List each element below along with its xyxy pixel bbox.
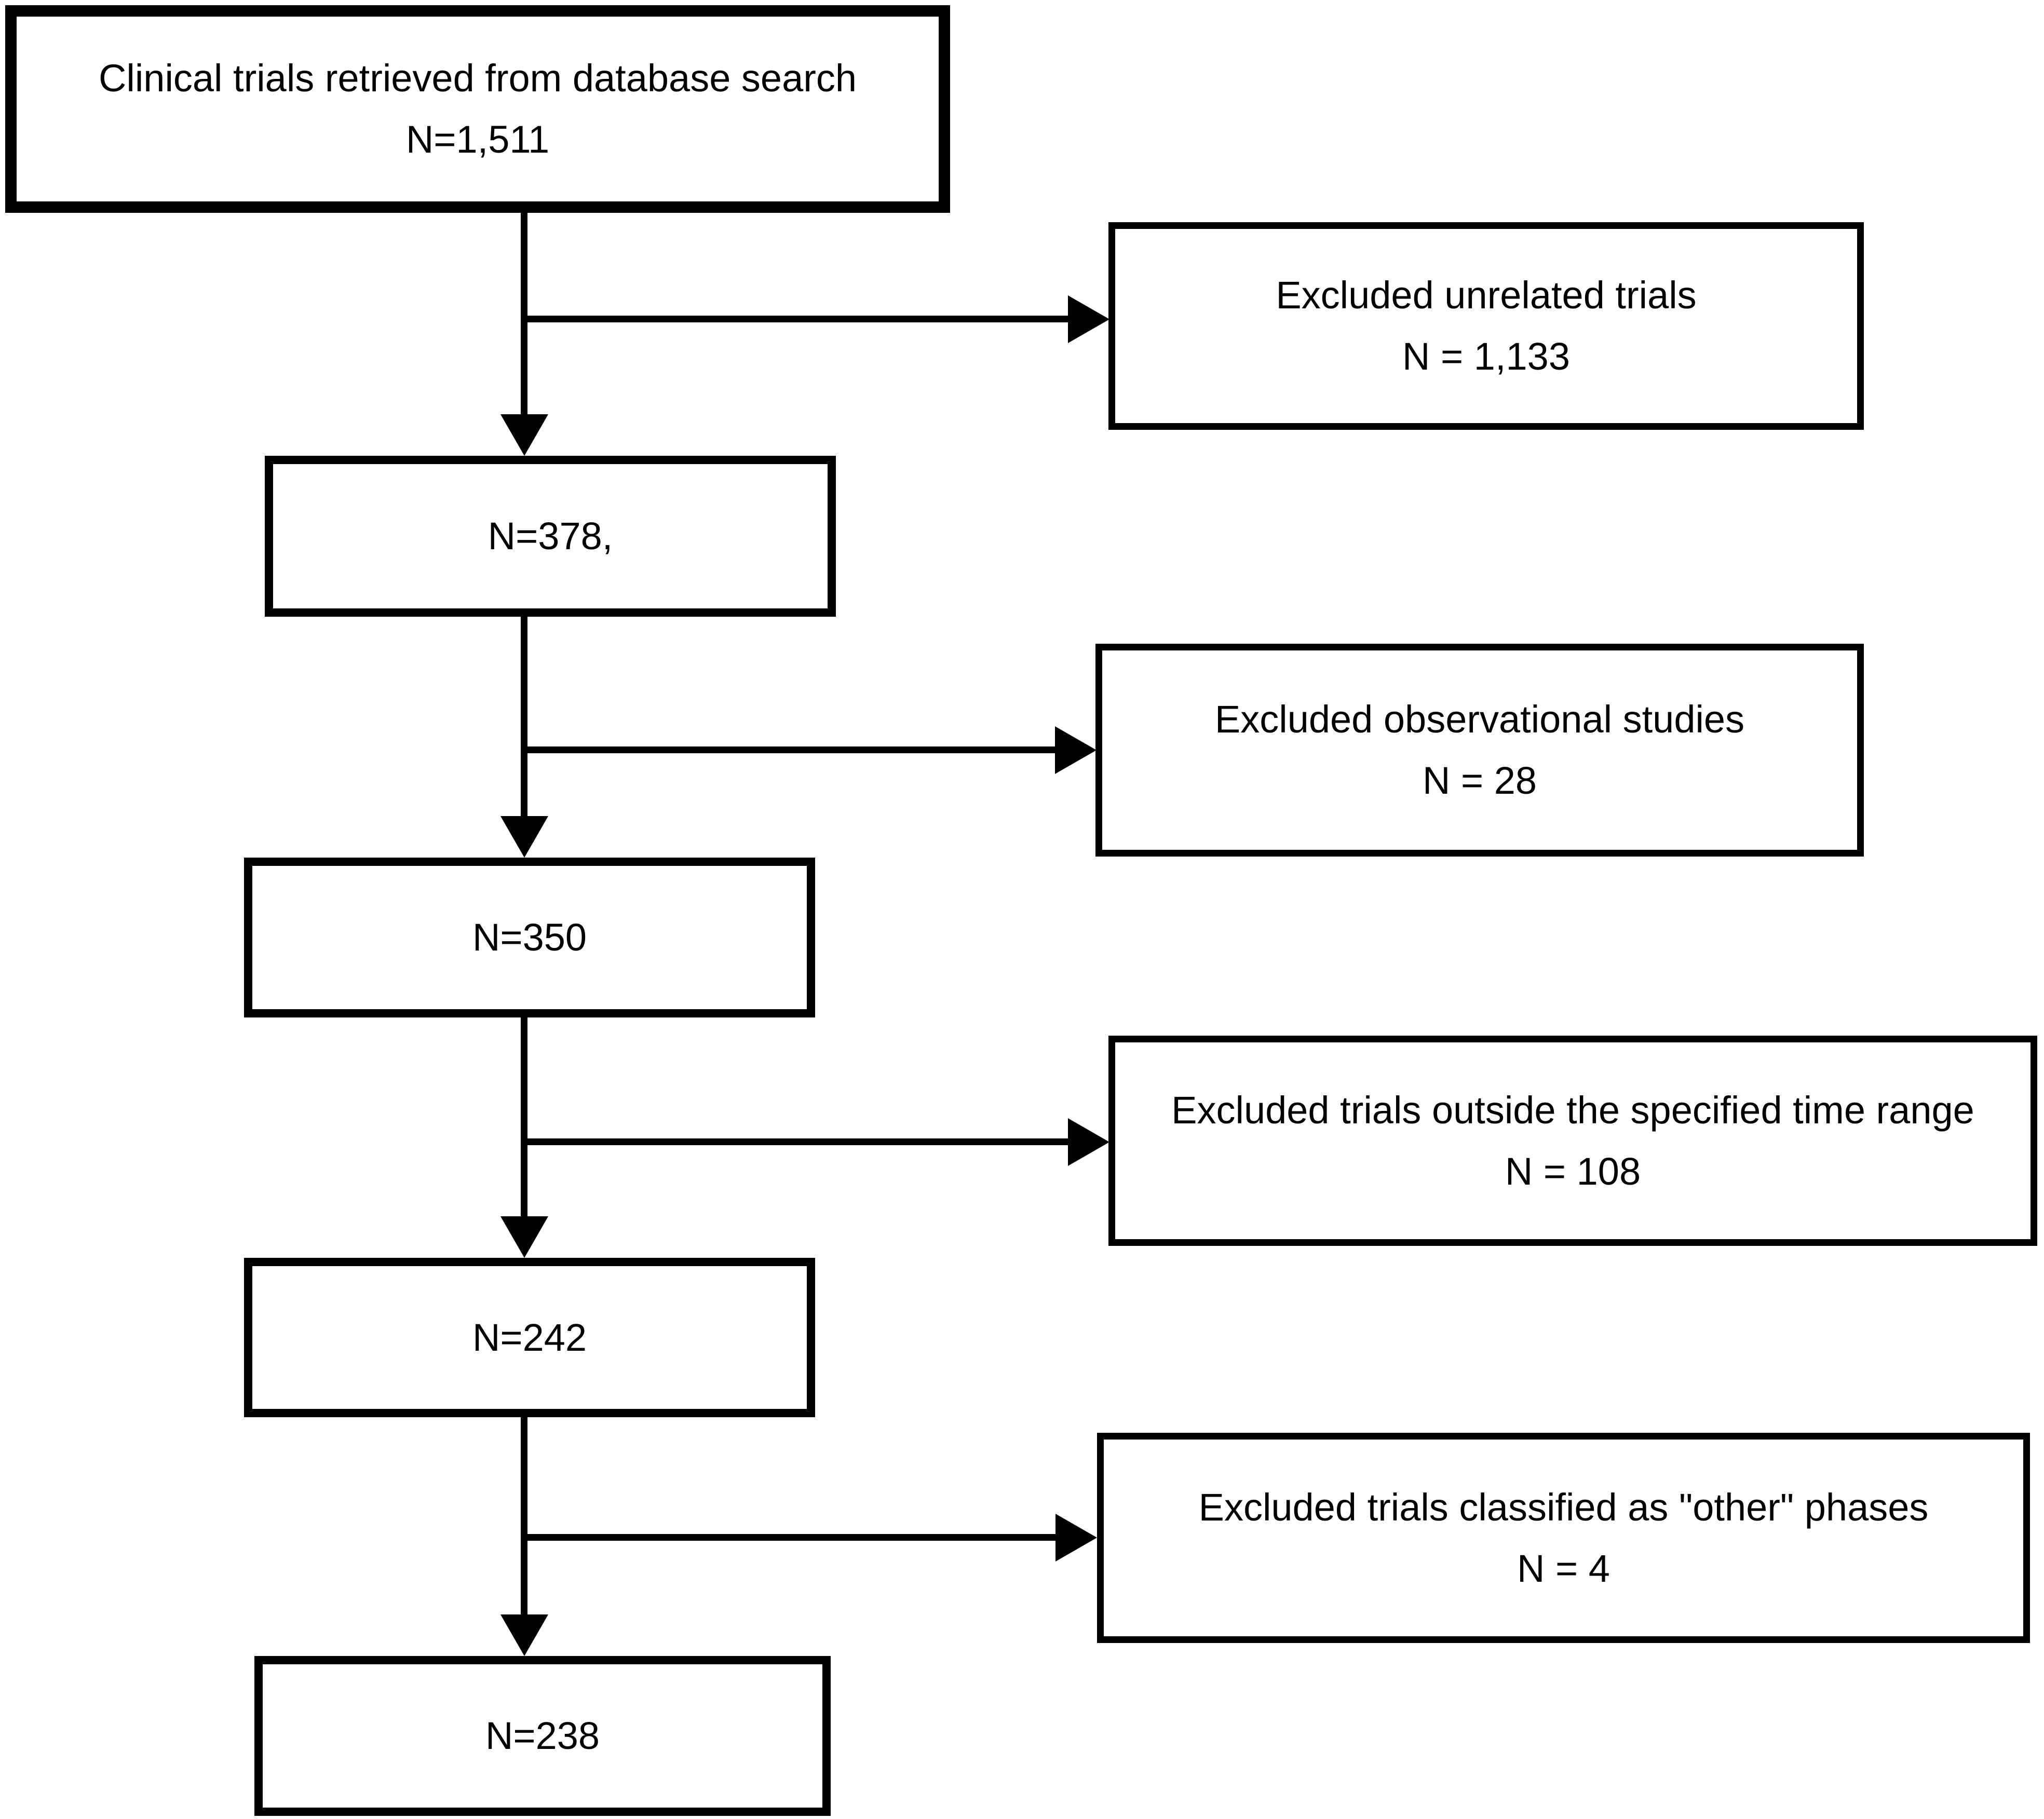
node-final-included-count: N=238 — [485, 1714, 600, 1757]
arrowhead-right-icon — [1055, 1514, 1097, 1562]
node-excluded-other-phases-label: Excluded trials classified as "other" ph… — [1198, 1485, 1929, 1529]
arrowhead-down-icon — [500, 816, 548, 858]
arrowhead-down-icon — [500, 1216, 548, 1258]
node-after-unrelated-removed: N=378, — [265, 456, 836, 617]
arrowhead-right-icon — [1055, 726, 1097, 774]
node-after-unrelated-removed-count: N=378, — [488, 514, 613, 558]
connector-4-vertical-line — [521, 1416, 527, 1617]
node-excluded-observational: Excluded observational studies N = 28 — [1095, 644, 1864, 857]
node-excluded-unrelated: Excluded unrelated trials N = 1,133 — [1108, 222, 1864, 430]
connector-1-vertical-line — [521, 213, 527, 416]
node-final-included: N=238 — [254, 1656, 831, 1816]
node-excluded-observational-count: N = 28 — [1422, 759, 1537, 802]
node-after-timerange-removed: N=242 — [244, 1258, 815, 1417]
node-database-search: Clinical trials retrieved from database … — [5, 5, 950, 213]
node-excluded-other-phases-count: N = 4 — [1517, 1546, 1610, 1590]
node-excluded-observational-label: Excluded observational studies — [1214, 698, 1745, 741]
node-after-observational-removed-count: N=350 — [472, 916, 587, 959]
node-after-timerange-removed-count: N=242 — [472, 1315, 587, 1359]
branch-2-horizontal-line — [521, 746, 1056, 753]
node-after-observational-removed: N=350 — [244, 858, 815, 1017]
node-excluded-timerange: Excluded trials outside the specified ti… — [1108, 1036, 2037, 1246]
connector-3-vertical-line — [521, 1016, 527, 1218]
branch-1-horizontal-line — [521, 316, 1069, 322]
connector-2-vertical-line — [521, 616, 527, 818]
branch-3-horizontal-line — [521, 1138, 1069, 1145]
node-excluded-unrelated-label: Excluded unrelated trials — [1276, 274, 1697, 317]
branch-4-horizontal-line — [521, 1534, 1057, 1541]
arrowhead-right-icon — [1068, 1118, 1109, 1166]
node-database-search-count: N=1,511 — [405, 118, 550, 161]
node-excluded-timerange-count: N = 108 — [1505, 1149, 1641, 1193]
node-excluded-timerange-label: Excluded trials outside the specified ti… — [1171, 1088, 1974, 1132]
arrowhead-right-icon — [1068, 295, 1109, 343]
arrowhead-down-icon — [500, 414, 548, 456]
node-excluded-other-phases: Excluded trials classified as "other" ph… — [1097, 1433, 2030, 1643]
node-database-search-label: Clinical trials retrieved from database … — [98, 57, 857, 100]
arrowhead-down-icon — [500, 1614, 548, 1656]
node-excluded-unrelated-count: N = 1,133 — [1402, 335, 1570, 378]
